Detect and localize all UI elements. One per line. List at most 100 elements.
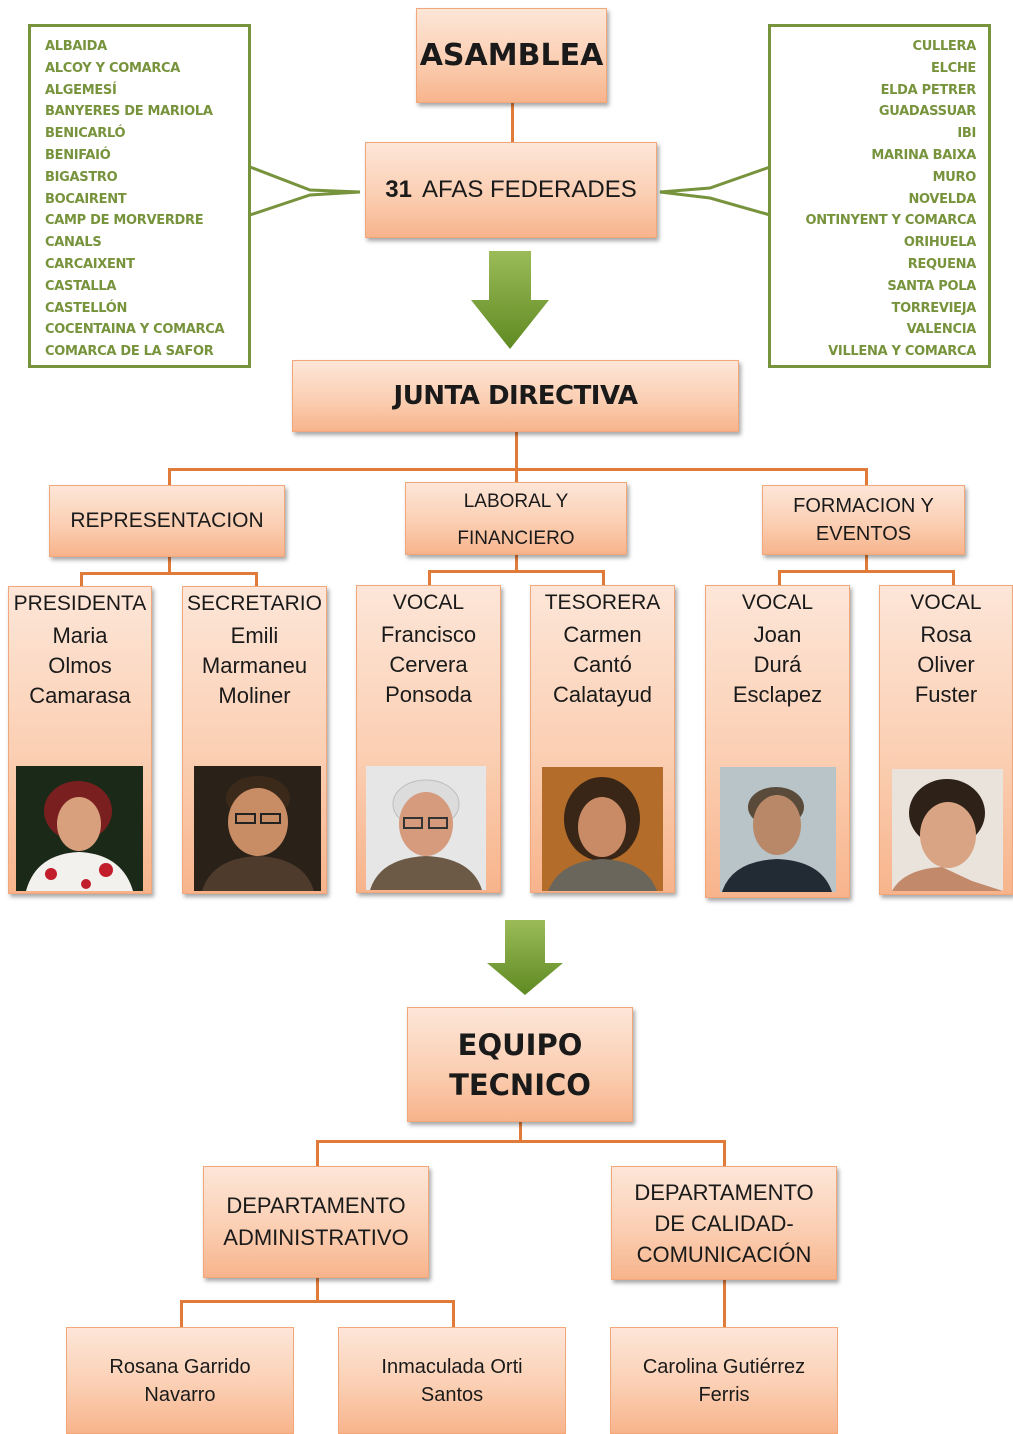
junta-box: JUNTA DIRECTIVA (292, 360, 739, 432)
afas-label: AFAS FEDERADES (421, 176, 637, 203)
name-line: Ponsoda (385, 682, 472, 707)
connector (428, 570, 605, 573)
list-item: ALGEMESÍ (45, 82, 117, 98)
connector (865, 555, 868, 572)
member-photo (366, 766, 486, 890)
name-line: Francisco (380, 622, 477, 647)
connector (865, 468, 868, 486)
list-item: REQUENA (907, 256, 977, 272)
list-item: BIGASTRO (45, 169, 118, 185)
member-role: TESORERA (544, 591, 661, 614)
afas-count: 31 (385, 176, 412, 203)
staff-line: Navarro (144, 1383, 216, 1406)
list-item: COCENTAINA Y COMARCA (45, 322, 225, 338)
name-line: Cantó (573, 652, 632, 677)
member-photo (542, 767, 663, 891)
connector (723, 1280, 726, 1328)
member-name: Maria Olmos Camarasa (29, 621, 130, 711)
staff-line: Rosana Garrido (109, 1355, 251, 1378)
member-photo (892, 769, 1003, 891)
member-name: Carmen Cantó Calatayud (553, 620, 652, 710)
list-item: CARCAIXENT (45, 256, 135, 272)
list-item: VILLENA Y COMARCA (828, 344, 976, 360)
connector (515, 554, 518, 572)
asamblea-box: ASAMBLEA (416, 8, 607, 103)
name-line: Fuster (914, 682, 978, 707)
name-line: Calatayud (552, 682, 653, 707)
name-line: Cervera (389, 652, 468, 677)
list-item: CULLERA (912, 39, 976, 54)
staff-line: Inmaculada Orti (381, 1355, 523, 1378)
member-name: Joan Durá Esclapez (733, 620, 822, 710)
name-line: Camarasa (29, 683, 131, 708)
name-line: Rosa (920, 622, 972, 647)
connector (168, 468, 868, 471)
connector (515, 468, 518, 484)
member-role: SECRETARIO (187, 592, 322, 615)
connector (255, 572, 258, 588)
staff-box: Rosana Garrido Navarro (66, 1327, 294, 1434)
afas-list-left: ALBAIDA ALCOY Y COMARCA ALGEMESÍ BANYERE… (28, 24, 251, 368)
department-line: ADMINISTRATIVO (223, 1225, 409, 1250)
equipo-box: EQUIPO TECNICO (407, 1007, 633, 1122)
name-line: Esclapez (732, 682, 823, 707)
area-label: REPRESENTACION (70, 509, 264, 532)
junta-title: JUNTA DIRECTIVA (393, 381, 638, 411)
name-line: Oliver (917, 652, 975, 677)
list-item: MARINA BAIXA (871, 147, 976, 163)
connector (515, 432, 518, 470)
member-role: VOCAL (741, 591, 814, 614)
connector (180, 1300, 455, 1303)
list-item: ALCOY Y COMARCA (45, 60, 181, 76)
list-item: GUADASSUAR (878, 104, 976, 120)
connector (316, 1278, 319, 1302)
list-item: CANALS (45, 235, 102, 251)
list-item: CASTELLÓN (45, 300, 128, 316)
staff-line: Carolina Gutiérrez (642, 1355, 806, 1378)
connector (168, 468, 171, 486)
list-item: ORIHUELA (903, 235, 976, 251)
list-item: BANYERES DE MARIOLA (45, 104, 213, 120)
connector (168, 556, 171, 574)
department-line: DEPARTAMENTO (226, 1193, 406, 1218)
down-arrow-icon (487, 920, 563, 995)
list-item: SANTA POLA (887, 278, 976, 294)
department-admin: DEPARTAMENTO ADMINISTRATIVO (203, 1166, 429, 1278)
connector (602, 570, 605, 586)
equipo-line: EQUIPO (457, 1027, 583, 1062)
left-list-connector (249, 165, 361, 217)
name-line: Marmaneu (201, 653, 308, 678)
connector (952, 570, 955, 586)
department-calidad: DEPARTAMENTO DE CALIDAD- COMUNICACIÓN (611, 1166, 837, 1280)
list-item: TORREVIEJA (891, 300, 977, 316)
list-item: MURO (932, 169, 977, 185)
member-name: Rosa Oliver Fuster (915, 620, 977, 710)
connector (80, 572, 258, 575)
staff-box: Inmaculada Orti Santos (338, 1327, 566, 1434)
list-item: IBI (957, 126, 976, 142)
down-arrow-icon (471, 251, 549, 349)
department-line: DEPARTAMENTO (634, 1179, 814, 1205)
name-line: Joan (753, 622, 802, 647)
member-role: VOCAL (392, 591, 465, 614)
member-name: Francisco Cervera Ponsoda (381, 620, 476, 710)
department-line: COMUNICACIÓN (636, 1241, 812, 1267)
afas-list-right: CULLERA ELCHE ELDA PETRER GUADASSUAR IBI… (768, 24, 991, 368)
connector (180, 1300, 183, 1328)
list-item: CAMP DE MORVERDRE (45, 213, 204, 229)
connector (778, 570, 955, 573)
area-label: FINANCIERO (457, 528, 575, 549)
connector (428, 570, 431, 586)
staff-box: Carolina Gutiérrez Ferris (610, 1327, 838, 1434)
list-item: ELDA PETRER (880, 82, 977, 98)
name-line: Carmen (563, 622, 642, 647)
list-item: ALBAIDA (45, 39, 107, 54)
connector (80, 572, 83, 588)
member-name: Emili Marmaneu Moliner (202, 621, 307, 711)
department-line: DE CALIDAD- (654, 1210, 794, 1236)
asamblea-title: ASAMBLEA (419, 38, 604, 73)
member-photo (720, 767, 836, 892)
area-formacion: FORMACION Y EVENTOS (762, 485, 965, 555)
list-item: BENICARLÓ (45, 126, 126, 142)
list-item: CASTALLA (45, 278, 117, 294)
